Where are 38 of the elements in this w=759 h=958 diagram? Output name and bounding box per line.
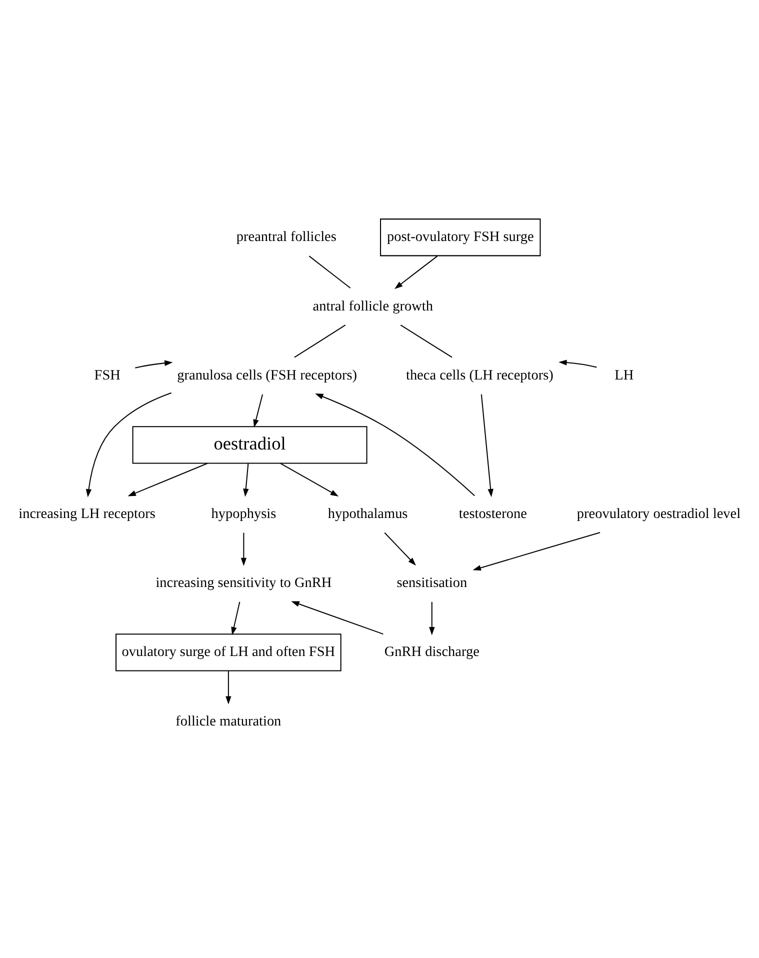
node-text: sensitisation	[396, 574, 468, 591]
connector	[400, 324, 452, 358]
node-text: testosterone	[458, 505, 527, 522]
node-box: post-ovulatory FSH surge	[380, 218, 541, 256]
arrow	[315, 393, 475, 496]
node-text: hypophysis	[211, 505, 276, 522]
node-text: increasing LH receptors	[18, 505, 156, 522]
node-text: hypothalamus	[328, 505, 408, 522]
arrow	[135, 360, 173, 368]
connector	[308, 255, 351, 288]
arrow	[253, 394, 264, 428]
node-text: GnRH discharge	[384, 644, 480, 660]
arrow	[384, 532, 416, 566]
arrow	[429, 601, 435, 635]
node-text: LH	[614, 367, 634, 383]
node-text: antral follicle growth	[312, 298, 433, 314]
node-text: increasing sensitivity to GnRH	[156, 574, 332, 591]
node-text: preovulatory oestradiol level	[576, 505, 741, 522]
node-text: FSH	[94, 367, 120, 383]
arrow	[291, 600, 384, 634]
node-text: theca cells (LH receptors)	[406, 367, 554, 383]
arrow	[480, 394, 494, 497]
arrow	[128, 462, 208, 496]
arrow	[86, 392, 172, 497]
node-box: oestradiol	[132, 426, 368, 464]
arrow	[243, 463, 249, 496]
arrow	[280, 462, 339, 496]
arrow	[394, 255, 438, 288]
node-text: granulosa cells (FSH receptors)	[177, 367, 358, 383]
node-box: ovulatory surge of LH and often FSH	[116, 633, 342, 671]
arrow	[472, 532, 600, 570]
arrow	[558, 359, 597, 368]
arrow	[226, 670, 232, 704]
arrow	[231, 601, 240, 635]
node-text: preantral follicles	[236, 228, 336, 245]
node-text: follicle maturation	[176, 712, 282, 729]
arrow	[240, 532, 247, 566]
connector	[294, 324, 346, 358]
